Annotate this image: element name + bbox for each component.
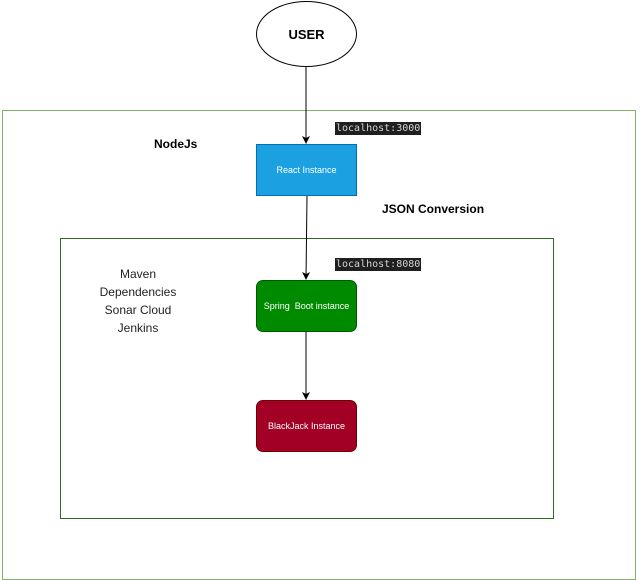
nodejs-label: NodeJs bbox=[154, 137, 198, 151]
spring-boot-node[interactable]: Spring Boot instance bbox=[256, 280, 357, 332]
react-port-label: localhost:3000 bbox=[335, 122, 422, 135]
tool-item: Dependencies bbox=[99, 285, 177, 299]
blackjack-node[interactable]: BlackJack Instance bbox=[256, 400, 357, 452]
user-node[interactable]: USER bbox=[256, 1, 357, 67]
backend-container bbox=[60, 238, 554, 519]
tools-list: Maven Dependencies Sonar Cloud Jenkins bbox=[88, 265, 188, 337]
spring-port-label: localhost:8080 bbox=[335, 258, 422, 271]
spring-boot-label: Spring Boot instance bbox=[263, 301, 350, 311]
edge-react-to-spring bbox=[302, 195, 311, 280]
tool-item: Sonar Cloud bbox=[104, 303, 172, 317]
tool-item: Jenkins bbox=[117, 321, 159, 335]
react-instance-node[interactable]: React Instance bbox=[256, 144, 357, 196]
user-node-label: USER bbox=[288, 26, 325, 42]
react-instance-label: React Instance bbox=[276, 165, 337, 175]
blackjack-label: BlackJack Instance bbox=[267, 421, 346, 431]
tool-item: Maven bbox=[119, 267, 157, 281]
json-conversion-label: JSON Conversion bbox=[382, 202, 485, 216]
